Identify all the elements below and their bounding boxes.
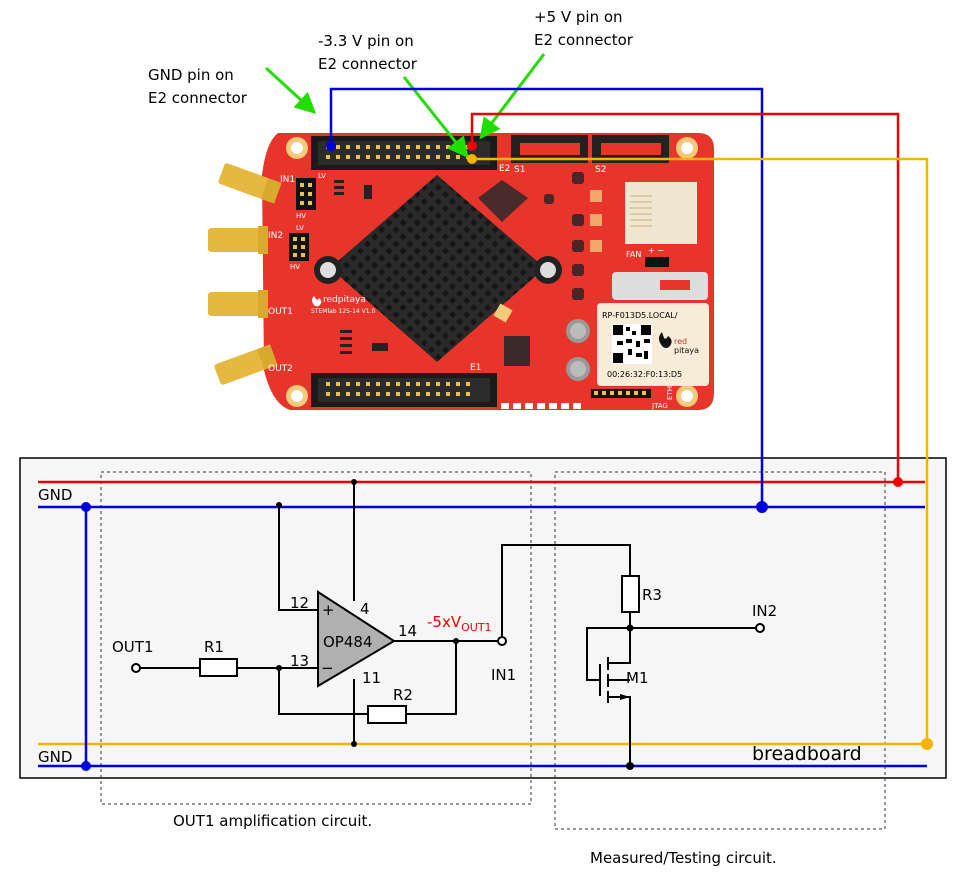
m1-label: M1	[626, 669, 649, 687]
heatsink	[330, 175, 545, 362]
jumper-in1	[296, 178, 316, 210]
opamp-plus: +	[322, 601, 335, 619]
breadboard-frame	[19, 457, 947, 779]
pin11-label: 11	[362, 669, 381, 687]
amplifier-circuit	[140, 482, 498, 744]
testing-circuit	[501, 544, 757, 766]
wire-neg33	[472, 157, 929, 744]
fan-polarity: + −	[648, 246, 664, 255]
resistor-r3	[621, 575, 640, 613]
output-voltage-label: -5xVOUT1	[427, 613, 492, 634]
redpitaya-logo: red pitaya	[659, 332, 699, 355]
pos5-annotation-line1: +5 V pin on	[534, 8, 623, 26]
hostname-label: RP-F013D5.LOCAL/	[602, 311, 678, 320]
eth-label: ETH	[666, 386, 674, 400]
in1-terminal	[497, 636, 507, 646]
in1-board-label: IN1	[280, 175, 295, 185]
brand-text: redpitaya	[323, 295, 366, 305]
pin13-label: 13	[290, 652, 309, 670]
lv2-label: LV	[296, 224, 304, 232]
in2-label: IN2	[752, 602, 777, 620]
gnd-bottom-label: GND	[38, 748, 72, 766]
sma-in1	[218, 163, 282, 204]
gnd-pin-annotation-line1: GND pin on	[148, 66, 234, 84]
r3-label: R3	[642, 586, 662, 604]
in2-terminal	[755, 623, 765, 633]
opamp-op484	[317, 590, 396, 688]
fan-header	[645, 257, 669, 267]
pos5-annotation-line2: E2 connector	[534, 31, 634, 49]
testing-circuit-box	[554, 471, 886, 830]
hv1-label: HV	[296, 212, 306, 220]
chip	[478, 180, 528, 222]
amplification-circuit-box	[100, 471, 532, 805]
fan-label: FAN	[626, 250, 641, 259]
out1-terminal	[131, 663, 141, 673]
caption-amplification: OUT1 amplification circuit.	[173, 812, 372, 830]
r2-label: R2	[393, 686, 413, 704]
in1-label: IN1	[491, 666, 516, 684]
sma-in2	[208, 226, 268, 254]
opamp-minus: −	[321, 659, 334, 677]
sma-out1	[208, 290, 268, 318]
lv1-label: LV	[318, 172, 326, 180]
mac-label: 00:26:32:F0:13:D5	[607, 370, 682, 379]
pin14-label: 14	[398, 622, 417, 640]
red-pitaya-board: E2 S1 S2 IN1 IN2 OUT1 OUT2	[208, 133, 714, 410]
out2-board-label: OUT2	[268, 364, 293, 374]
board-label-card	[597, 303, 709, 386]
out1-board-label: OUT1	[268, 307, 293, 317]
neg33-annotation-line2: E2 connector	[318, 55, 418, 73]
chip	[504, 336, 530, 366]
jtag-label: JTAG	[651, 402, 668, 410]
in2-board-label: IN2	[268, 231, 283, 241]
pin4-label: 4	[360, 600, 370, 618]
gnd-top-label: GND	[38, 486, 72, 504]
opamp-label: OP484	[323, 633, 372, 651]
neg33-annotation-line1: -3.3 V pin on	[318, 32, 414, 50]
e1-label: E1	[470, 363, 481, 373]
wire-gnd	[329, 87, 764, 507]
r1-label: R1	[204, 638, 224, 656]
e2-label: E2	[499, 164, 510, 174]
out1-label: OUT1	[112, 638, 154, 656]
gnd-arrow	[264, 66, 317, 114]
resistor-r2	[367, 705, 407, 724]
s1-label: S1	[514, 165, 525, 175]
breadboard-label: breadboard	[752, 743, 862, 765]
svg-text:red: red	[674, 337, 687, 346]
model-text: STEMlab 125-14 V1.0	[311, 308, 375, 315]
svg-text:pitaya: pitaya	[674, 346, 699, 355]
jumper-in2	[289, 233, 309, 261]
pin12-label: 12	[290, 594, 309, 612]
s2-label: S2	[595, 165, 606, 175]
gnd-pin-annotation-line2: E2 connector	[148, 89, 248, 107]
caption-testing: Measured/Testing circuit.	[590, 849, 777, 867]
pos5-arrow	[479, 53, 546, 140]
brand-logo: redpitaya STEMlab 125-14 V1.0	[311, 295, 375, 315]
wire-plus5	[470, 112, 900, 482]
qr-code	[612, 324, 652, 364]
sma-out2	[214, 344, 278, 385]
sd-card-slot	[625, 182, 697, 244]
hv2-label: HV	[290, 263, 300, 271]
resistor-r1	[199, 658, 238, 677]
